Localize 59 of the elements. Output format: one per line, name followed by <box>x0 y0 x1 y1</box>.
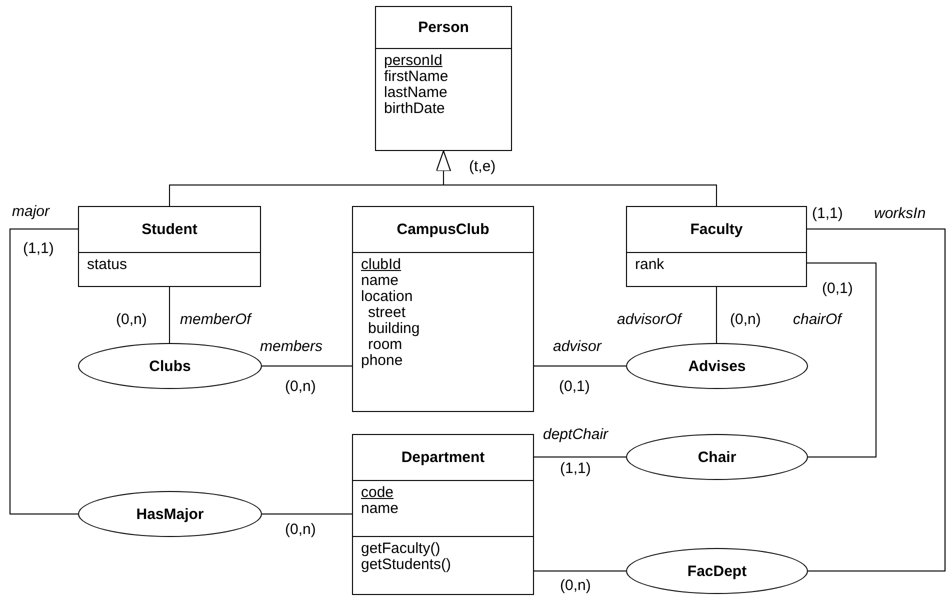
class-box <box>375 6 512 151</box>
cardinality-label: (1,1) <box>560 460 591 477</box>
class-box <box>626 206 807 287</box>
role-name: worksIn <box>874 205 926 222</box>
cardinality-label: (0,n) <box>285 521 316 538</box>
role-name: memberOf <box>180 311 251 328</box>
class-name: CampusClub <box>396 221 490 238</box>
relationship-name: FacDept <box>687 562 747 580</box>
attribute-text: personId <box>384 53 442 69</box>
class-box <box>352 434 534 595</box>
connector-line <box>10 228 78 514</box>
class-name: Student <box>142 221 198 238</box>
attribute-text: rank <box>635 257 664 273</box>
attribute-text: birthDate <box>384 101 445 117</box>
connector-line <box>534 570 626 572</box>
class-name: Person <box>418 19 469 36</box>
cardinality-label: (1,1) <box>812 205 843 222</box>
attribute-text: lastName <box>384 85 448 101</box>
attribute-text: location <box>361 289 413 305</box>
class-box <box>78 206 261 287</box>
attribute-text: name <box>361 273 399 289</box>
relationship-name: Chair <box>698 448 736 466</box>
cardinality-label: (0,1) <box>822 280 853 297</box>
attribute-text: room <box>368 337 402 353</box>
attribute-text: code <box>361 485 394 501</box>
role-name: advisor <box>553 338 602 355</box>
attribute-text: street <box>368 305 406 321</box>
method-text: getStudents() <box>361 557 452 573</box>
class-name: Faculty <box>690 221 743 238</box>
cardinality-label: (0,n) <box>116 311 147 328</box>
relationship-name: HasMajor <box>136 506 204 522</box>
attribute-text: firstName <box>384 69 448 85</box>
connector-line <box>806 262 876 458</box>
role-name: members <box>260 338 323 355</box>
method-text: getFaculty() <box>361 541 440 557</box>
generalization-arrow <box>436 150 717 206</box>
connector-line <box>169 286 170 344</box>
relationship-name: Clubs <box>149 358 191 374</box>
attribute-text: phone <box>361 353 403 369</box>
class-box <box>352 206 534 412</box>
cardinality-label: (0,n) <box>560 577 591 594</box>
class-name: Department <box>401 449 485 466</box>
role-name: chairOf <box>793 311 842 328</box>
cardinality-label: (0,1) <box>559 378 590 395</box>
cardinality-label: (0,n) <box>285 378 316 395</box>
cardinality-label: (0,n) <box>730 311 761 328</box>
role-name: advisorOf <box>617 311 682 328</box>
attribute-text: clubId <box>361 257 402 273</box>
attribute-text: name <box>361 501 399 517</box>
attribute-text: status <box>87 257 128 273</box>
connector-line <box>806 228 946 572</box>
role-name: deptChair <box>543 426 608 443</box>
connector-line <box>716 286 717 344</box>
attribute-text: building <box>368 321 420 337</box>
connector-line <box>534 456 626 458</box>
role-name: major <box>12 203 50 220</box>
cardinality-label: (1,1) <box>23 240 54 257</box>
cardinality-label: (t,e) <box>469 158 496 175</box>
relationship-name: Advises <box>688 358 746 374</box>
